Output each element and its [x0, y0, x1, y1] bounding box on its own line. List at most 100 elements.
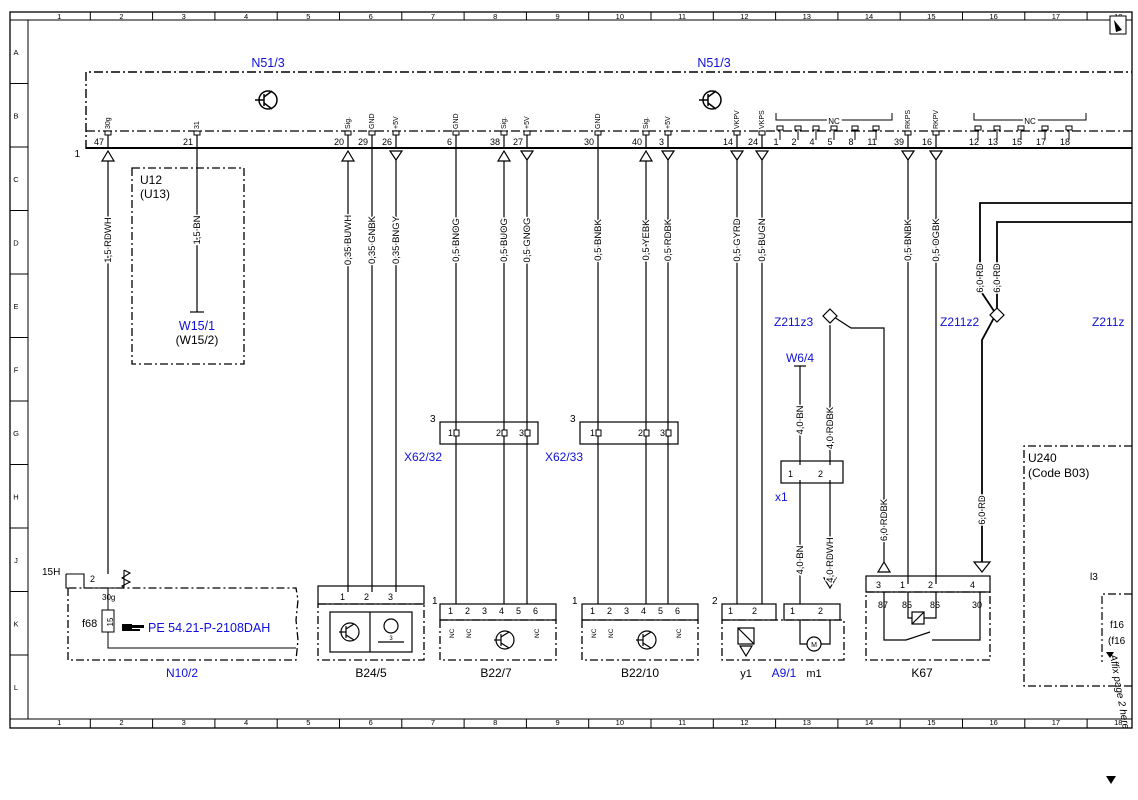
k67-terminal: 86 — [930, 600, 940, 610]
wire-color-label: 4,0 BN — [795, 405, 806, 434]
column-number: 13 — [803, 718, 811, 727]
nc-socket — [851, 125, 859, 131]
column-number: 17 — [1052, 12, 1060, 21]
b22-10-component — [581, 603, 699, 661]
arrow-down-icon — [900, 150, 916, 162]
column-number: 12 — [740, 718, 748, 727]
row-letter: H — [13, 492, 18, 501]
column-number: 10 — [616, 12, 624, 21]
x62-33-connector — [579, 421, 679, 445]
x62-pin-number: 2 — [638, 428, 643, 438]
b22-7-component — [439, 603, 557, 661]
column-number: 8 — [493, 718, 497, 727]
pin-function: RKPV — [933, 110, 940, 129]
nc-socket — [993, 125, 1001, 131]
pin-socket — [523, 130, 531, 136]
x1-pin-2: 2 — [818, 469, 823, 479]
u12-label: U12 — [140, 173, 162, 187]
column-number: 1 — [57, 12, 61, 21]
column-number: 11 — [678, 12, 686, 21]
arrow-up-icon — [496, 149, 512, 162]
ecu-pins: 30g473121Sig.20GND29+5V26GND6Sig.38+5V27… — [94, 110, 940, 148]
pin-function: +5V — [524, 116, 531, 129]
z211-cut-label: Z211z — [1092, 315, 1124, 329]
row-letter: C — [13, 175, 19, 184]
u13-label: (U13) — [140, 187, 170, 201]
pin-number: 26 — [382, 137, 392, 147]
pin-socket — [452, 130, 460, 136]
x62-pin-number: 1 — [448, 428, 453, 438]
row-letter: E — [13, 302, 18, 311]
wire-color-label: 4,0 BN — [795, 545, 806, 574]
pin-number: 14 — [723, 137, 733, 147]
a9-pin: 1 — [790, 606, 795, 616]
nc-socket — [1017, 125, 1025, 131]
column-number: 4 — [244, 12, 248, 21]
z211z3-label: Z211z3 — [774, 315, 813, 329]
n10-pin-30g: 30g — [102, 593, 115, 602]
k67-pin-number: 4 — [970, 580, 975, 590]
nc-marker: NC — [676, 628, 683, 638]
wire-color-label: 0,5 BUOG — [499, 218, 510, 262]
pin-socket — [500, 130, 508, 136]
pin-socket — [104, 130, 112, 136]
f68-label: f68 — [82, 618, 97, 630]
wire-color-label: 0,35 GNBK — [367, 215, 378, 264]
nc-bracket-1 — [775, 113, 893, 121]
arrow-down-icon — [972, 561, 992, 573]
15h-label: 15H — [42, 567, 60, 578]
column-number: 1 — [57, 718, 61, 727]
pin-function: VKPS — [759, 110, 766, 129]
arrow-down-icon — [754, 150, 770, 162]
column-number: 14 — [865, 12, 873, 21]
nc-socket — [974, 125, 982, 131]
nc-socket — [1065, 125, 1073, 131]
column-number: 5 — [306, 718, 310, 727]
k67-terminal: 30 — [972, 600, 982, 610]
b22-7-label: B22/7 — [480, 666, 512, 680]
w15-1-label: W15/1 — [179, 319, 215, 333]
k67-pin-number: 1 — [900, 580, 905, 590]
column-number: 17 — [1052, 718, 1060, 727]
w15-2-label: (W15/2) — [176, 333, 219, 347]
arrow-up-icon — [638, 149, 654, 162]
column-grid: 1122334455667788991010111112121313141415… — [57, 12, 1122, 728]
pin-socket — [758, 130, 766, 136]
x62-pin-number: 3 — [519, 428, 524, 438]
pin-socket — [733, 130, 741, 136]
arrow-down-icon — [729, 150, 745, 162]
w6-4-label: W6/4 — [786, 351, 814, 365]
k67-terminal: 87 — [878, 600, 888, 610]
sensor-pin-number: 6 — [675, 606, 680, 616]
wire-color-label: 1,5 BN — [192, 215, 203, 244]
b24-pin-number: 3 — [388, 592, 393, 602]
pin-socket — [344, 130, 352, 136]
pin-number: 20 — [334, 137, 344, 147]
x62-32-connector — [439, 421, 539, 445]
b24-pin-number: 2 — [364, 592, 369, 602]
pin-number: 47 — [94, 137, 104, 147]
row-letter: B — [13, 111, 18, 120]
bus-ref: 1 — [74, 149, 80, 160]
column-number: 12 — [740, 12, 748, 21]
ecu-label-right: N51/3 — [697, 56, 730, 70]
u240-label: U240 — [1028, 451, 1057, 465]
wire-color-label: 0,5 BUGN — [757, 218, 768, 261]
b22-7-ref: 1 — [432, 596, 438, 607]
a9-1-component — [721, 603, 845, 661]
column-number: 2 — [119, 12, 123, 21]
column-number: 4 — [244, 718, 248, 727]
pin-function: +5V — [665, 116, 672, 129]
column-number: 15 — [927, 718, 935, 727]
x62-contact — [501, 429, 508, 437]
wires — [107, 148, 1132, 604]
k67-label: K67 — [911, 666, 933, 680]
pin-socket — [642, 130, 650, 136]
x62-contact — [643, 429, 650, 437]
pin-function: RKPS — [905, 110, 912, 129]
pe-reference-link[interactable]: PE 54.21-P-2108DAH — [148, 621, 270, 635]
sensor-pin-number: 1 — [448, 606, 453, 616]
row-letter: F — [14, 365, 19, 374]
